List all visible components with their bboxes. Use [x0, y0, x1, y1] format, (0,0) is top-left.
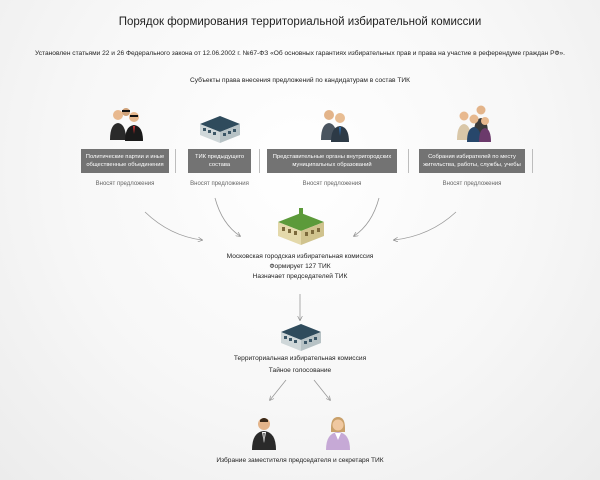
subject-box-voters: Собрания избирателей по месту жительства…	[419, 149, 525, 173]
arrow-voters	[394, 211, 457, 240]
divider	[408, 149, 409, 173]
divider	[532, 149, 533, 173]
voters-group-icon	[457, 105, 491, 142]
action-old-tik: Вносят предложения	[190, 181, 249, 187]
final-election-label: Избрание заместителя председателя и секр…	[216, 457, 384, 464]
subject-box-old-tik: ТИК предыдущего состава	[188, 149, 251, 173]
action-voters: Вносят предложения	[442, 181, 502, 187]
arrow-municipal	[354, 197, 380, 236]
law-reference: Установлен статьями 22 и 26 Федерального…	[35, 50, 565, 57]
arrow-to-secretary	[313, 379, 330, 400]
moscow-building-icon	[278, 208, 324, 245]
action-municipal: Вносят предложения	[302, 181, 362, 187]
officials-icon	[321, 110, 349, 142]
divider	[175, 149, 176, 173]
moscow-commission-appoints: Назначает председателей ТИК	[252, 273, 348, 280]
moscow-commission-name: Московская городская избирательная комис…	[226, 253, 374, 260]
territorial-commission-vote: Тайное голосование	[268, 367, 332, 374]
arrow-to-deputy	[270, 379, 287, 400]
page-title: Порядок формирования территориальной изб…	[118, 16, 482, 28]
moscow-commission-forms: Формирует 127 ТИК	[269, 263, 331, 270]
arrow-old-tik	[214, 197, 240, 236]
subject-box-parties: Политические партии и иные общественные …	[81, 149, 169, 173]
subject-box-municipal: Представительные органы внутригородских …	[267, 149, 397, 173]
man-icon	[252, 418, 276, 450]
arrow-parties	[144, 211, 202, 240]
subjects-heading: Субъекты права внесения предложений по к…	[190, 77, 410, 84]
building-icon	[281, 324, 321, 351]
action-parties: Вносят предложения	[95, 181, 155, 187]
divider	[259, 149, 260, 173]
territorial-commission-name: Территориальная избирательная комиссия	[233, 355, 367, 362]
people-group-icon	[110, 108, 143, 141]
building-icon	[200, 116, 240, 143]
woman-icon	[326, 417, 350, 450]
